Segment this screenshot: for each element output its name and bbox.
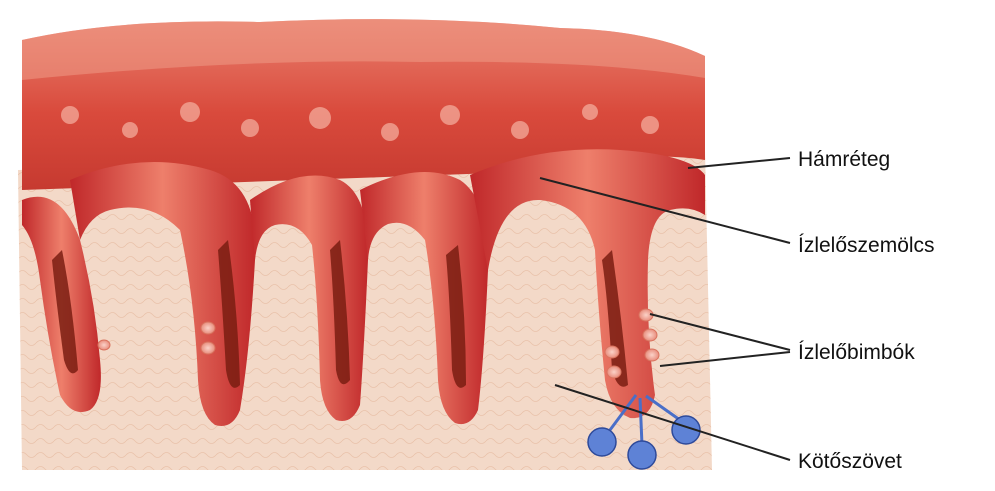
label-papilla: Ízlelőszemölcs: [798, 234, 935, 257]
label-taste-buds: Ízlelőbimbók: [798, 341, 915, 364]
label-epidermis: Hámréteg: [798, 148, 890, 171]
labels: Hámréteg Ízlelőszemölcs Ízlelőbimbók Köt…: [798, 148, 935, 473]
label-connective-tissue: Kötőszövet: [798, 450, 902, 473]
